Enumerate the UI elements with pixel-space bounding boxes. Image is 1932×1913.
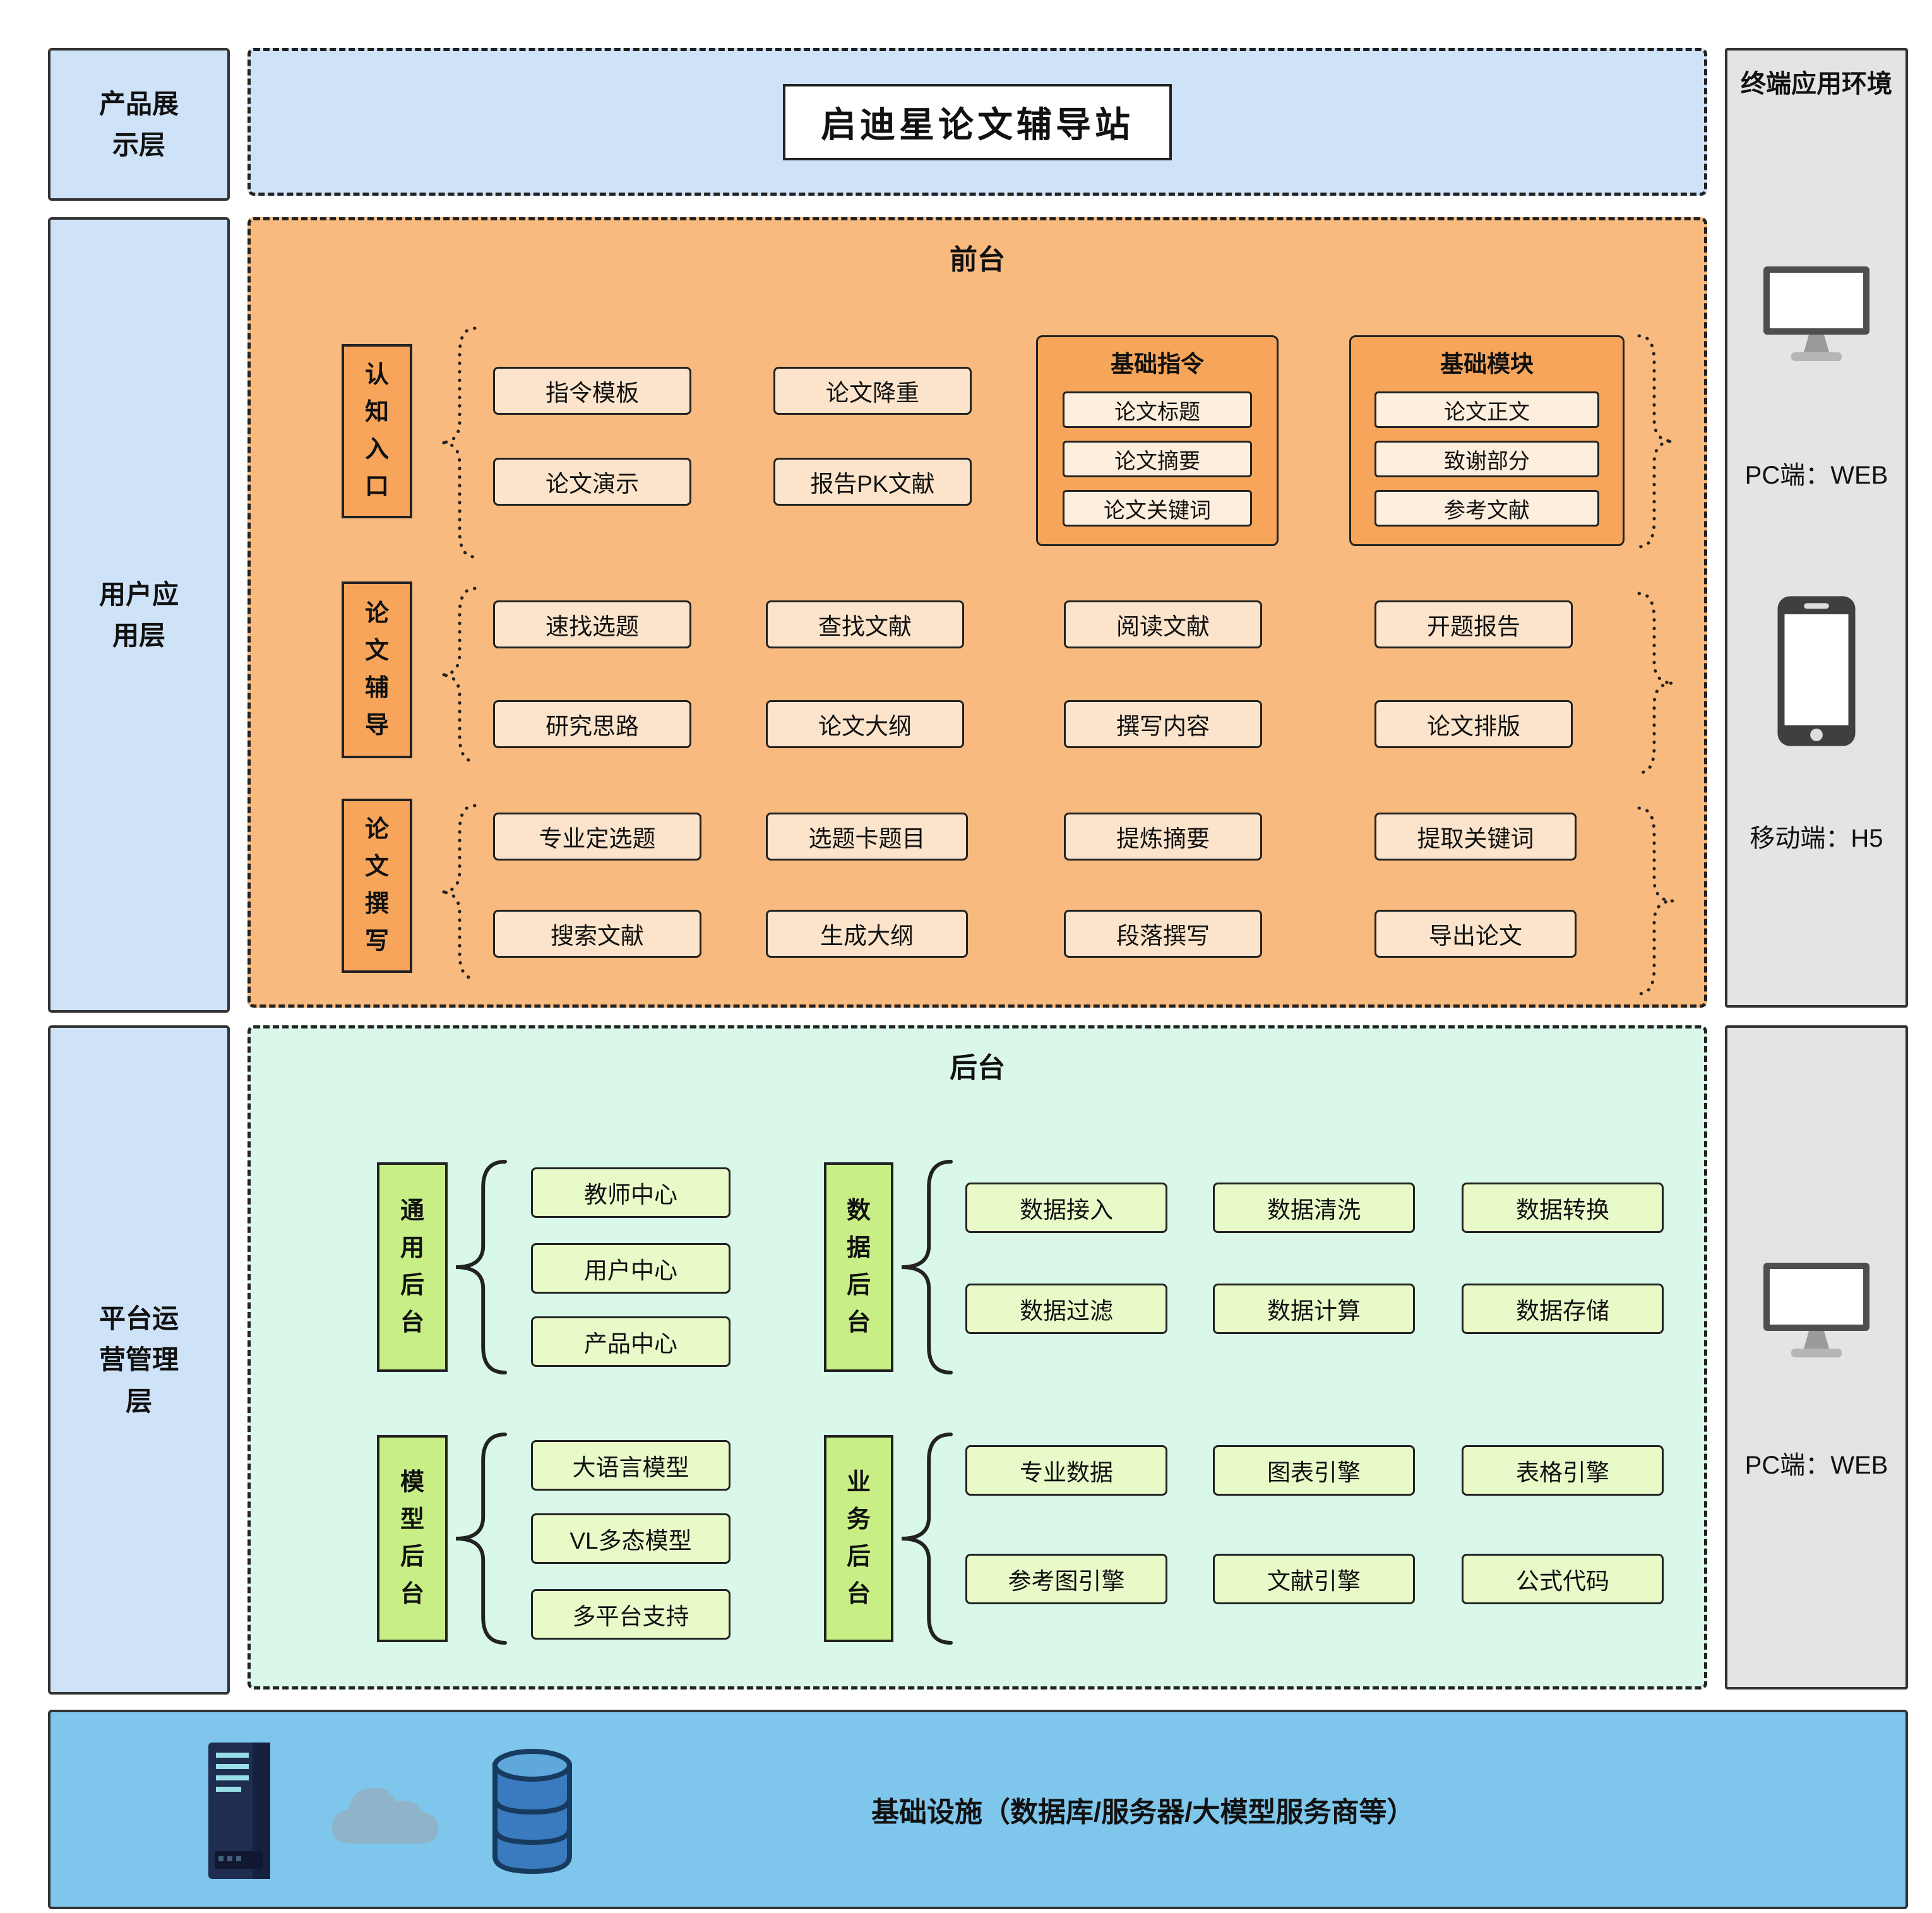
- phone-icon: [1775, 593, 1858, 752]
- group-title: 基础指令: [1111, 351, 1204, 377]
- diagram-node: 生成大纲: [766, 910, 968, 958]
- diagram-node: 选题卡题目: [766, 813, 968, 861]
- diagram-node: 公式代码: [1462, 1554, 1664, 1604]
- brace-left-dotted: [439, 587, 477, 763]
- diagram-node: 阅读文献: [1064, 600, 1262, 648]
- diagram-node: 数据接入: [965, 1183, 1167, 1233]
- diagram-node: 提取关键词: [1374, 813, 1577, 861]
- diagram-node: 论文大纲: [766, 700, 964, 748]
- monitor-icon: [1753, 1255, 1880, 1369]
- diagram-node: 论文标题: [1063, 391, 1252, 428]
- diagram-node: 论文关键词: [1063, 490, 1252, 527]
- diagram-node: VL多态模型: [531, 1513, 730, 1564]
- diagram-node: 数据转换: [1462, 1183, 1664, 1233]
- terminal-env-heading: 终端应用环境: [1741, 70, 1892, 98]
- row-label-paper-writing: 论 文 撰 写: [342, 799, 412, 973]
- diagram-node: 大语言模型: [531, 1440, 730, 1491]
- diagram-title: 启迪星论文辅导站: [783, 83, 1172, 160]
- diagram-node: 参考文献: [1374, 490, 1599, 527]
- diagram-node: 图表引擎: [1213, 1445, 1415, 1496]
- brace-left: [454, 1160, 507, 1374]
- diagram-node: 产品中心: [531, 1316, 730, 1367]
- brace-left-dotted: [439, 326, 477, 559]
- database-icon: [485, 1743, 580, 1882]
- diagram-node: 论文正文: [1374, 391, 1599, 428]
- group-label-business-backend: 业 务 后 台: [824, 1435, 893, 1642]
- diagram-node: 致谢部分: [1374, 441, 1599, 477]
- layer-user-application: 用户应 用层: [48, 217, 230, 1013]
- diagram-node: 段落撰写: [1064, 910, 1262, 958]
- pc-web-label: PC端：WEB: [1744, 462, 1888, 489]
- brace-right-dotted: [1637, 592, 1675, 775]
- diagram-node: 表格引擎: [1462, 1445, 1664, 1496]
- front-title: 前台: [950, 244, 1005, 275]
- diagram-node: 教师中心: [531, 1167, 730, 1218]
- brace-left-dotted: [439, 804, 477, 980]
- layer-platform-operations: 平台运 营管理 层: [48, 1025, 230, 1695]
- group-basic-instructions: 基础指令 论文标题 论文摘要 论文关键词: [1036, 335, 1279, 546]
- diagram-node: 数据清洗: [1213, 1183, 1415, 1233]
- diagram-node: 论文摘要: [1063, 441, 1252, 477]
- brace-left: [900, 1160, 953, 1374]
- brace-right-dotted: [1637, 806, 1675, 996]
- brace-left: [900, 1433, 953, 1645]
- mobile-h5-label: 移动端：H5: [1750, 825, 1883, 852]
- brace-right-dotted: [1637, 334, 1675, 549]
- group-label-data-backend: 数 据 后 台: [824, 1162, 893, 1372]
- diagram-node: 提炼摘要: [1064, 813, 1262, 861]
- diagram-node: 开题报告: [1374, 600, 1573, 648]
- cloud-icon: [325, 1773, 444, 1854]
- diagram-node: 用户中心: [531, 1243, 730, 1294]
- infrastructure-bar: 基础设施（数据库/服务器/大模型服务商等）: [48, 1710, 1908, 1909]
- infrastructure-label: 基础设施（数据库/服务器/大模型服务商等）: [871, 1797, 1415, 1828]
- layer-product-display: 产品展 示层: [48, 48, 230, 201]
- group-basic-modules: 基础模块 论文正文 致谢部分 参考文献: [1349, 335, 1625, 546]
- diagram-node: 速找选题: [493, 600, 691, 648]
- diagram-node: 搜索文献: [493, 910, 701, 958]
- group-label-model-backend: 模 型 后 台: [377, 1435, 448, 1642]
- product-display-band: 启迪星论文辅导站: [247, 48, 1707, 196]
- monitor-icon: [1753, 259, 1880, 373]
- diagram-node: 论文排版: [1374, 700, 1573, 748]
- diagram-node: 研究思路: [493, 700, 691, 748]
- diagram-node: 报告PK文献: [773, 458, 972, 506]
- diagram-node: 数据存储: [1462, 1284, 1664, 1334]
- diagram-node: 专业数据: [965, 1445, 1167, 1496]
- diagram-node: 数据计算: [1213, 1284, 1415, 1334]
- diagram-node: 论文降重: [773, 367, 972, 415]
- diagram-node: 撰写内容: [1064, 700, 1262, 748]
- front-section: 前台 认 知 入 口 指令模板 论文演示 论文降重 报告PK文献 基础指令 论文…: [247, 217, 1707, 1008]
- row-label-paper-tutoring: 论 文 辅 导: [342, 581, 412, 758]
- back-section: 后台 通 用 后 台 教师中心 用户中心 产品中心 数 据 后 台 数据接入 数…: [247, 1025, 1707, 1690]
- diagram-node: 多平台支持: [531, 1589, 730, 1640]
- diagram-node: 参考图引擎: [965, 1554, 1167, 1604]
- diagram-node: 导出论文: [1374, 910, 1577, 958]
- diagram-node: 文献引擎: [1213, 1554, 1415, 1604]
- row-label-cognitive-entry: 认 知 入 口: [342, 344, 412, 518]
- diagram-node: 专业定选题: [493, 813, 701, 861]
- diagram-node: 查找文献: [766, 600, 964, 648]
- terminal-env-panel-2: PC端：WEB: [1725, 1025, 1908, 1690]
- terminal-env-panel: 终端应用环境 PC端：WEB 移动端：H5: [1725, 48, 1908, 1008]
- group-label-general-backend: 通 用 后 台: [377, 1162, 448, 1372]
- diagram-node: 指令模板: [493, 367, 691, 415]
- back-title: 后台: [950, 1052, 1005, 1083]
- brace-left: [454, 1433, 507, 1645]
- pc-web-label-2: PC端：WEB: [1744, 1451, 1888, 1479]
- group-title: 基础模块: [1440, 351, 1534, 377]
- diagram-node: 论文演示: [493, 458, 691, 506]
- diagram-node: 数据过滤: [965, 1284, 1167, 1334]
- server-icon: [205, 1740, 274, 1885]
